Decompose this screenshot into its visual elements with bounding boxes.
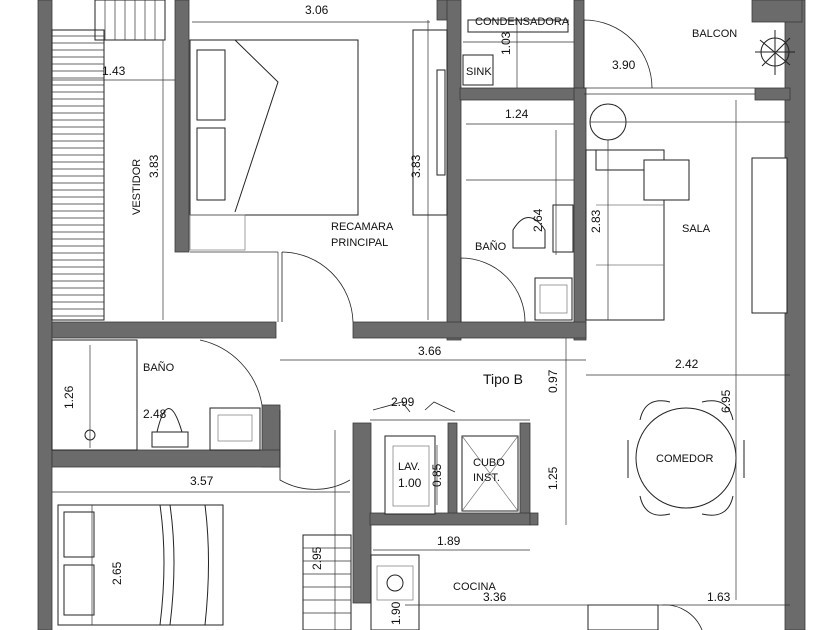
bathroom-principal-fixtures [460, 179, 574, 323]
lavadero-box [372, 401, 456, 515]
dim-190: 1.90 [389, 601, 403, 625]
room-label-recamara-1: RECAMARA [331, 221, 394, 233]
bathroom-secundario-fixtures [51, 339, 261, 451]
sala-tv-unit [751, 157, 788, 314]
dim-383-recamara: 3.83 [409, 154, 423, 178]
room-label-comedor: COMEDOR [656, 453, 714, 465]
bano-secundario-door [199, 339, 263, 406]
dim-103: 1.03 [499, 31, 513, 55]
recamara-wardrobe [190, 29, 448, 322]
balcon-plant [755, 30, 795, 75]
cubo-instalaciones [461, 435, 519, 512]
room-label-sala: SALA [682, 223, 711, 235]
dim-390: 3.90 [612, 58, 636, 72]
dim-336: 3.36 [483, 590, 507, 604]
dim-357: 3.57 [190, 474, 214, 488]
walls [37, 0, 806, 630]
room-label-recamara-2: PRINCIPAL [331, 237, 388, 249]
room-label-vestidor: VESTIDOR [131, 159, 143, 215]
room-label-lav: LAV. [398, 461, 420, 473]
dim-100: 1.00 [398, 476, 422, 490]
dimension-lines [52, 20, 790, 630]
dim-163: 1.63 [707, 590, 731, 604]
room-label-sink: SINK [466, 66, 492, 78]
room-label-cocina: COCINA [453, 581, 496, 593]
balcon-door-track [583, 19, 755, 95]
dim-283: 2.83 [589, 209, 603, 233]
dim-295: 2.95 [310, 546, 324, 570]
dim-242: 2.42 [675, 357, 699, 371]
room-label-cubo-1: CUBO [473, 457, 505, 469]
dim-695: 6.95 [719, 389, 733, 413]
dim-264: 2.64 [531, 208, 545, 232]
dim-306: 3.06 [305, 3, 329, 17]
dim-126: 1.26 [62, 385, 76, 409]
sala-sofa [585, 103, 690, 321]
dim-125: 1.25 [546, 466, 560, 490]
dim-366: 3.66 [418, 344, 442, 358]
dim-189: 1.89 [437, 534, 461, 548]
second-bedroom-bed [57, 504, 224, 626]
hall-door [279, 410, 351, 490]
master-bed [189, 39, 359, 251]
room-label-cubo-2: INST. [473, 472, 500, 484]
recamara-door [281, 251, 354, 323]
closet-shelving-hatch [51, 29, 105, 321]
dim-383-vestidor: 3.83 [147, 154, 161, 178]
dim-248: 2.48 [143, 407, 167, 421]
stair-steps-bottom [302, 534, 352, 630]
cocina-counter [370, 554, 703, 630]
dim-085: 0.85 [430, 463, 444, 487]
dim-143: 1.43 [102, 64, 126, 78]
room-label-bano-principal: BAÑO [475, 240, 507, 253]
room-label-bano-secundario: BAÑO [143, 361, 175, 374]
condensadora-area [462, 19, 574, 86]
room-label-condensadora: CONDENSADORA [475, 16, 570, 28]
dim-124: 1.24 [505, 107, 529, 121]
room-label-balcon: BALCON [692, 28, 737, 40]
stair-steps-top [94, 0, 166, 41]
dim-097: 0.97 [546, 369, 560, 393]
dim-265: 2.65 [110, 561, 124, 585]
plan-label-tipo: Tipo B [483, 371, 523, 387]
dim-299: 2.99 [391, 395, 415, 409]
